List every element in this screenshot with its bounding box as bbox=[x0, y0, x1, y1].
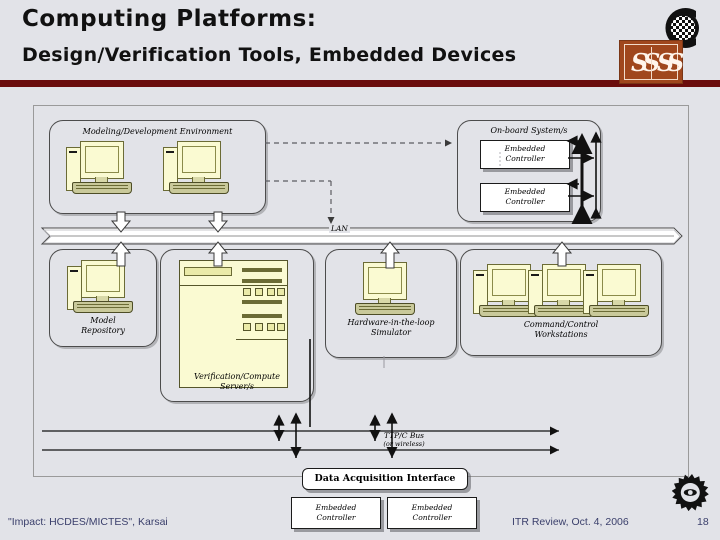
bottom-ec1-line2: Controller bbox=[316, 513, 356, 522]
group-hil-label-2: Simulator bbox=[371, 328, 411, 337]
rack-led bbox=[277, 288, 285, 296]
isis-logo: S S S S bbox=[619, 40, 685, 84]
rack-bar bbox=[242, 314, 282, 318]
data-acquisition-interface-box: Data Acquisition Interface bbox=[302, 468, 468, 490]
group-repository-label-1: Model bbox=[90, 316, 116, 325]
onboard-ec2-line2: Controller bbox=[505, 197, 545, 206]
rack-bar bbox=[242, 268, 282, 272]
group-modeling-development-environment: Modeling/Development Environment bbox=[49, 120, 266, 214]
title-divider-rule bbox=[0, 80, 720, 87]
bottom-ec2-line1: Embedded bbox=[411, 503, 453, 512]
pc-keyboard bbox=[169, 182, 229, 194]
group-command-control-workstations: Command/Control Workstations bbox=[460, 249, 662, 356]
workstation-icon bbox=[66, 141, 136, 194]
onboard-embedded-controller-1: Embedded Controller bbox=[480, 140, 570, 169]
group-hil-label-1: Hardware-in-the-loop bbox=[347, 318, 435, 327]
ttpc-bus-label-line1: TTP/C Bus bbox=[383, 431, 425, 440]
rack-led bbox=[267, 288, 275, 296]
rack-separator bbox=[180, 285, 287, 286]
gear-icon bbox=[671, 472, 712, 512]
onboard-embedded-controller-2: Embedded Controller bbox=[480, 183, 570, 212]
pc-keyboard bbox=[73, 301, 133, 313]
group-workstations-label-2: Workstations bbox=[534, 330, 588, 339]
rack-separator bbox=[236, 339, 287, 340]
bottom-embedded-controller-2: Embedded Controller bbox=[387, 497, 477, 529]
group-model-repository: Model Repository bbox=[49, 249, 157, 347]
slide-header: Computing Platforms: Design/Verification… bbox=[0, 0, 720, 87]
architecture-diagram: Modeling/Development Environment On-boar… bbox=[33, 105, 689, 529]
group-verification-label-1: Verification/Compute bbox=[194, 372, 280, 381]
repository-computer-icon bbox=[67, 260, 137, 313]
pc-keyboard bbox=[355, 303, 415, 315]
ttpc-bus-label: TTP/C Bus (or wireless) bbox=[344, 431, 464, 449]
pc-monitor bbox=[542, 264, 586, 302]
page-title-line2: Design/Verification Tools, Embedded Devi… bbox=[22, 44, 517, 66]
rack-led bbox=[255, 323, 263, 331]
isis-logo-letter-3: S bbox=[657, 48, 675, 77]
rack-led bbox=[243, 323, 251, 331]
workstation-icon bbox=[583, 264, 653, 317]
rack-bar bbox=[242, 300, 282, 304]
rack-led bbox=[277, 323, 285, 331]
rack-led bbox=[267, 323, 275, 331]
c-checkerboard-logo bbox=[652, 2, 708, 54]
rack-bar bbox=[242, 279, 282, 283]
group-hardware-in-the-loop-simulator: Hardware-in-the-loop Simulator bbox=[325, 249, 457, 358]
workstation-icon bbox=[163, 141, 233, 194]
onboard-ec1-line2: Controller bbox=[505, 154, 545, 163]
workstation-icon bbox=[528, 264, 598, 317]
onboard-ec2-line1: Embedded bbox=[504, 187, 546, 196]
bottom-ec2-line2: Controller bbox=[412, 513, 452, 522]
footer-left-text: "Impact: HCDES/MICTES", Karsai bbox=[8, 516, 168, 528]
isis-logo-inner-border: S S S S bbox=[624, 44, 685, 80]
pc-monitor bbox=[363, 262, 407, 300]
page-title-line1: Computing Platforms: bbox=[22, 6, 317, 32]
group-modeling-label: Modeling/Development Environment bbox=[82, 127, 233, 136]
lan-bus-label: LAN bbox=[329, 224, 350, 233]
onboard-ec1-line1: Embedded bbox=[504, 144, 546, 153]
rack-led bbox=[243, 288, 251, 296]
hil-computer-icon bbox=[355, 262, 425, 315]
isis-logo-letter-4: S bbox=[667, 48, 685, 77]
group-onboard-systems: On-board System/s Embedded Controller Em… bbox=[457, 120, 601, 222]
server-rack-icon bbox=[179, 260, 288, 388]
pc-monitor bbox=[177, 141, 221, 179]
group-verification-label-2: Server/s bbox=[220, 382, 254, 391]
pc-keyboard bbox=[589, 305, 649, 317]
rack-led bbox=[255, 288, 263, 296]
group-verification-compute-servers: Verification/Compute Server/s bbox=[160, 249, 314, 402]
bottom-ec1-line1: Embedded bbox=[315, 503, 357, 512]
pc-keyboard bbox=[72, 182, 132, 194]
workstation-icon bbox=[473, 264, 543, 317]
group-repository-label-2: Repository bbox=[81, 326, 125, 335]
ttpc-bus-label-line2: (or wireless) bbox=[383, 440, 425, 448]
group-onboard-label: On-board System/s bbox=[490, 126, 568, 135]
isis-logo-divider bbox=[651, 47, 652, 79]
pc-keyboard bbox=[534, 305, 594, 317]
pc-monitor bbox=[487, 264, 531, 302]
group-workstations-label-1: Command/Control bbox=[523, 320, 599, 329]
pc-monitor bbox=[80, 141, 124, 179]
bottom-embedded-controller-1: Embedded Controller bbox=[291, 497, 381, 529]
footer-page-number: 18 bbox=[697, 516, 709, 528]
pc-monitor bbox=[597, 264, 641, 302]
footer-center-text: ITR Review, Oct. 4, 2006 bbox=[512, 516, 629, 528]
pc-monitor bbox=[81, 260, 125, 298]
isis-logo-letter-1: S bbox=[631, 48, 649, 77]
rack-slot bbox=[184, 267, 232, 276]
daq-label: Data Acquisition Interface bbox=[314, 473, 456, 484]
